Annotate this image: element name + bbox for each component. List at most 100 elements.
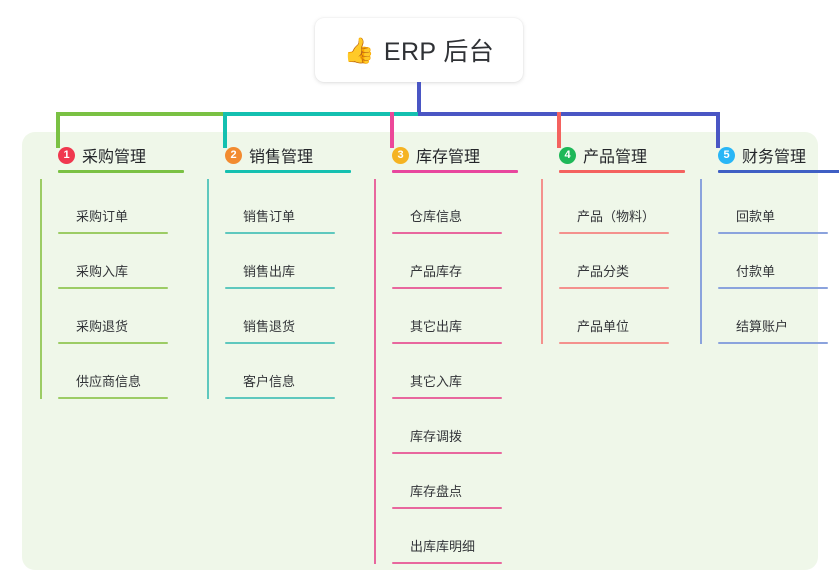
branch-column-2: 2 销售管理销售订单销售出库销售退货客户信息 <box>207 140 357 399</box>
leaf-item-label: 仓库信息 <box>410 209 463 224</box>
branch-number-badge: 5 <box>718 146 735 164</box>
leaf-item-underline <box>392 507 502 509</box>
branch-column-5: 5 财务管理回款单付款单结算账户 <box>700 140 839 344</box>
leaf-item-label: 客户信息 <box>243 374 296 389</box>
connector-drop-2 <box>223 112 227 148</box>
leaf-item-label: 产品单位 <box>577 319 630 334</box>
leaf-item[interactable]: 库存盘点 <box>392 454 524 509</box>
diagram-panel <box>22 132 818 570</box>
connector-drop-4 <box>557 112 561 148</box>
branch-number-badge: 1 <box>58 146 75 164</box>
leaf-item-underline <box>225 232 335 234</box>
branch-item-list: 产品（物料） 产品分类产品单位 <box>541 179 691 344</box>
connector-drop-5 <box>716 112 720 148</box>
leaf-item[interactable]: 结算账户 <box>718 289 839 344</box>
leaf-item-label: 回款单 <box>736 209 776 224</box>
leaf-item-label: 结算账户 <box>736 319 789 334</box>
leaf-item-underline <box>559 342 669 344</box>
branch-spine <box>40 179 42 399</box>
leaf-item-label: 产品库存 <box>410 264 463 279</box>
branch-header-5[interactable]: 5 财务管理 <box>700 140 839 170</box>
branch-item-list: 仓库信息产品库存其它出库其它入库库存调拨库存盘点出库库明细 <box>374 179 524 564</box>
connector-drop-3 <box>390 112 394 148</box>
leaf-item-underline <box>392 452 502 454</box>
leaf-item-label: 采购订单 <box>76 209 129 224</box>
leaf-item-underline <box>58 342 168 344</box>
leaf-item-underline <box>392 232 502 234</box>
leaf-item[interactable]: 回款单 <box>718 179 839 234</box>
leaf-item-label: 产品（物料） <box>577 209 656 224</box>
branch-number-badge: 3 <box>392 146 409 164</box>
branch-header-underline <box>559 170 685 173</box>
branch-spine <box>374 179 376 564</box>
leaf-item-underline <box>718 287 828 289</box>
leaf-item-underline <box>58 232 168 234</box>
leaf-item[interactable]: 采购退货 <box>58 289 190 344</box>
leaf-item[interactable]: 采购订单 <box>58 179 190 234</box>
leaf-item-underline <box>58 287 168 289</box>
leaf-item[interactable]: 采购入库 <box>58 234 190 289</box>
leaf-item[interactable]: 产品（物料） <box>559 179 691 234</box>
leaf-item-underline <box>559 232 669 234</box>
root-node-title: ERP 后台 <box>383 38 495 66</box>
root-stem <box>417 82 421 116</box>
connector-drop-1 <box>56 112 60 148</box>
bar-seg-indigo <box>418 112 720 116</box>
leaf-item[interactable]: 销售出库 <box>225 234 357 289</box>
leaf-item[interactable]: 出库库明细 <box>392 509 524 564</box>
branch-header-2[interactable]: 2 销售管理 <box>207 140 357 170</box>
leaf-item[interactable]: 客户信息 <box>225 344 357 399</box>
branch-header-underline <box>58 170 184 173</box>
leaf-item-label: 库存盘点 <box>410 484 463 499</box>
leaf-item-label: 采购退货 <box>76 319 129 334</box>
branch-header-underline <box>718 170 839 173</box>
leaf-item[interactable]: 销售退货 <box>225 289 357 344</box>
branch-number-badge: 2 <box>225 146 242 164</box>
leaf-item-label: 库存调拨 <box>410 429 463 444</box>
branch-header-underline <box>225 170 351 173</box>
branch-spine <box>700 179 702 344</box>
branch-spine <box>207 179 209 399</box>
branch-item-list: 回款单付款单结算账户 <box>700 179 839 344</box>
leaf-item[interactable]: 产品库存 <box>392 234 524 289</box>
leaf-item-label: 其它出库 <box>410 319 463 334</box>
leaf-item-underline <box>58 397 168 399</box>
leaf-item-label: 供应商信息 <box>76 374 142 389</box>
leaf-item-underline <box>392 562 502 564</box>
leaf-item[interactable]: 付款单 <box>718 234 839 289</box>
leaf-item[interactable]: 产品单位 <box>559 289 691 344</box>
leaf-item-label: 付款单 <box>736 264 776 279</box>
leaf-item-underline <box>225 397 335 399</box>
leaf-item-label: 销售订单 <box>243 209 296 224</box>
thumbs-up-icon: 👍 <box>343 35 375 65</box>
leaf-item[interactable]: 库存调拨 <box>392 399 524 454</box>
leaf-item-label: 其它入库 <box>410 374 463 389</box>
branch-item-list: 销售订单销售出库销售退货客户信息 <box>207 179 357 399</box>
leaf-item-underline <box>718 232 828 234</box>
leaf-item[interactable]: 其它出库 <box>392 289 524 344</box>
branch-title: 采购管理 <box>82 149 147 166</box>
leaf-item-underline <box>392 397 502 399</box>
leaf-item-label: 采购入库 <box>76 264 129 279</box>
leaf-item-underline <box>392 287 502 289</box>
branch-title: 销售管理 <box>249 149 314 166</box>
branch-number-badge: 4 <box>559 146 576 164</box>
leaf-item[interactable]: 销售订单 <box>225 179 357 234</box>
branch-title: 财务管理 <box>742 149 807 166</box>
branch-item-list: 采购订单采购入库采购退货供应商信息 <box>40 179 190 399</box>
leaf-item[interactable]: 产品分类 <box>559 234 691 289</box>
leaf-item-underline <box>225 287 335 289</box>
branch-spine <box>541 179 543 344</box>
branch-header-underline <box>392 170 518 173</box>
leaf-item[interactable]: 其它入库 <box>392 344 524 399</box>
branch-header-1[interactable]: 1 采购管理 <box>40 140 190 170</box>
leaf-item[interactable]: 供应商信息 <box>58 344 190 399</box>
root-node-card[interactable]: 👍 ERP 后台 <box>315 18 523 82</box>
bar-seg-teal <box>224 112 420 116</box>
leaf-item[interactable]: 仓库信息 <box>392 179 524 234</box>
